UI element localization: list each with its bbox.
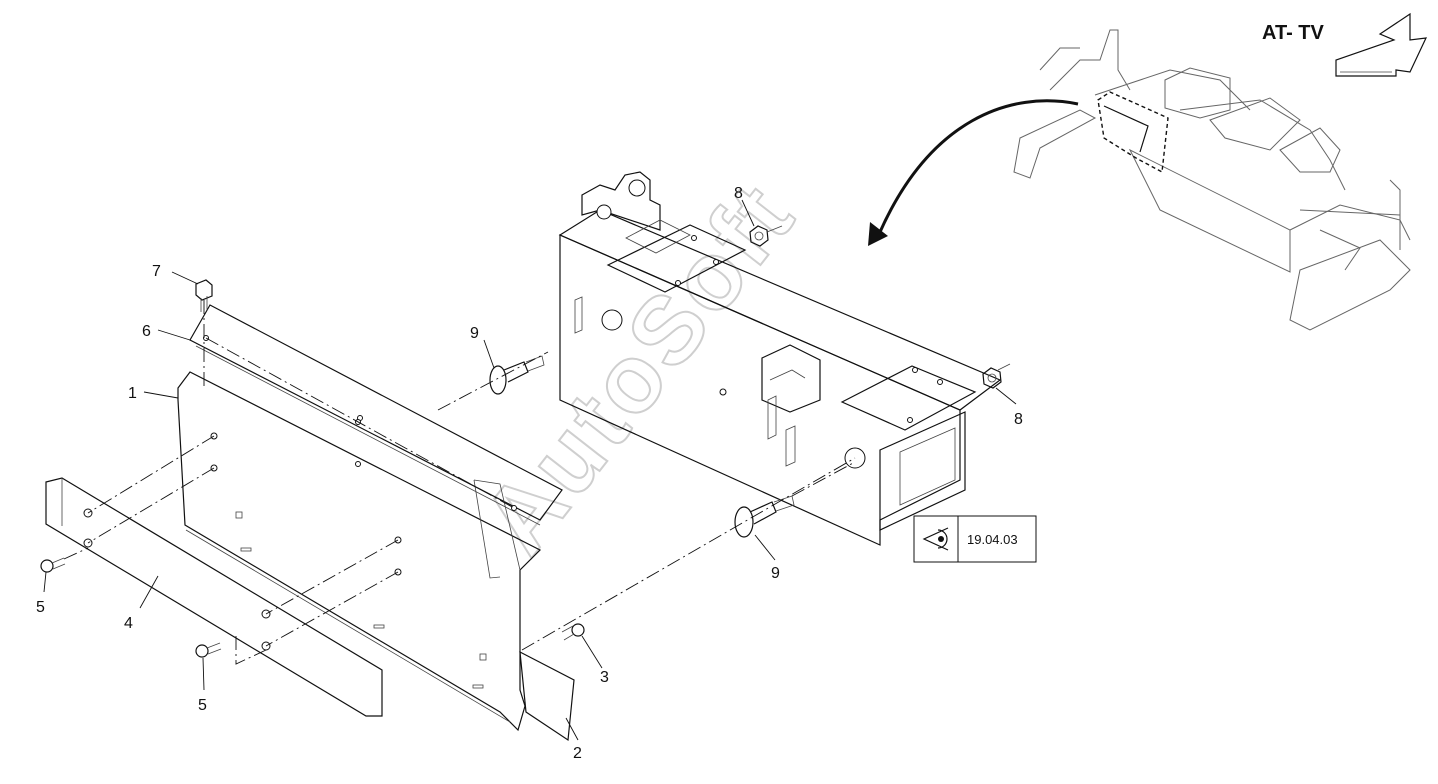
screw-part-5-left bbox=[40, 557, 66, 573]
pin-part-9-upper bbox=[489, 355, 545, 395]
callout-5-left: 5 bbox=[36, 599, 45, 616]
callout-8-upper: 8 bbox=[734, 185, 743, 202]
cover-plate-part-1 bbox=[177, 371, 542, 732]
callout-labels: 1 2 3 4 5 5 6 7 8 8 9 9 bbox=[36, 185, 1023, 762]
callout-6: 6 bbox=[142, 323, 151, 340]
main-frame bbox=[558, 171, 1002, 546]
nut-part-8-upper bbox=[749, 225, 783, 247]
callout-9-lower: 9 bbox=[771, 565, 780, 582]
callout-9-upper: 9 bbox=[470, 325, 479, 342]
bolt-part-7 bbox=[195, 279, 213, 312]
callout-7: 7 bbox=[152, 263, 161, 280]
top-strip-part-6 bbox=[189, 304, 563, 526]
callout-3: 3 bbox=[600, 669, 609, 686]
reference-box[interactable]: 19.04.03 bbox=[913, 515, 1037, 563]
callout-2: 2 bbox=[573, 745, 582, 762]
screw-part-5-bottom bbox=[195, 642, 222, 658]
callout-4: 4 bbox=[124, 615, 133, 632]
view-label: AT- TV bbox=[1262, 22, 1325, 44]
side-strip-part-2 bbox=[519, 650, 575, 742]
view-direction-arrow-icon bbox=[1335, 12, 1428, 77]
leader-lines bbox=[43, 199, 1017, 741]
assembly-center-lines bbox=[63, 300, 856, 665]
nut-part-8-lower bbox=[982, 363, 1011, 389]
reference-number: 19.04.03 bbox=[967, 532, 1018, 547]
eye-icon bbox=[922, 527, 949, 551]
callout-1: 1 bbox=[128, 385, 137, 402]
machine-overview-sketch bbox=[1013, 29, 1411, 331]
callout-5-bottom: 5 bbox=[198, 697, 207, 714]
callout-8-lower: 8 bbox=[1014, 411, 1023, 428]
lower-strip-part-4 bbox=[45, 477, 383, 717]
reference-curved-arrow bbox=[868, 99, 1079, 246]
screw-part-3 bbox=[561, 623, 585, 641]
